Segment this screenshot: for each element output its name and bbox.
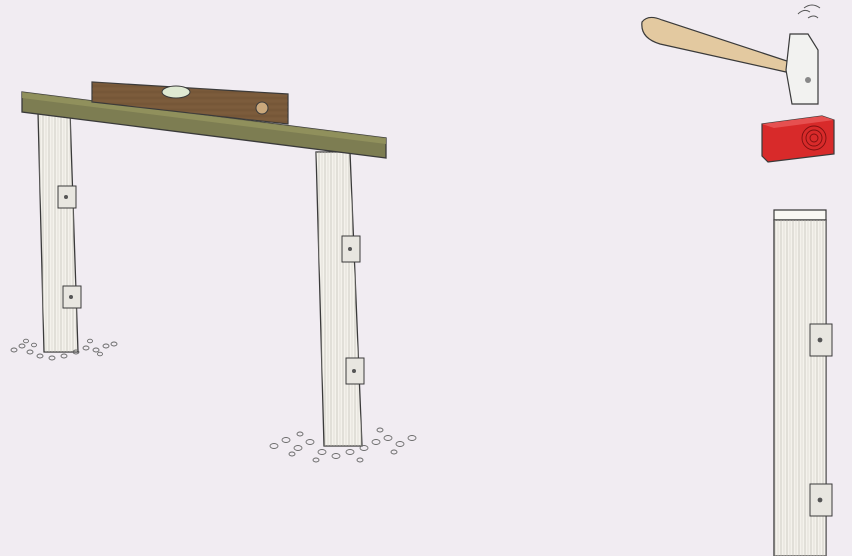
metal-bracket — [63, 286, 81, 308]
red-wood-block — [762, 116, 834, 162]
hammer-head — [786, 34, 818, 104]
left-fence-post — [11, 112, 117, 360]
metal-bracket — [810, 324, 832, 356]
metal-bracket — [342, 236, 360, 262]
level-bubble-vial — [162, 86, 190, 98]
hammer-handle — [642, 17, 790, 72]
right-fence-post — [774, 210, 832, 556]
hammer — [642, 5, 820, 104]
motion-lines — [798, 5, 820, 18]
metal-bracket — [58, 186, 76, 208]
metal-bracket — [810, 484, 832, 516]
middle-fence-post — [270, 152, 416, 462]
metal-bracket — [346, 358, 364, 384]
